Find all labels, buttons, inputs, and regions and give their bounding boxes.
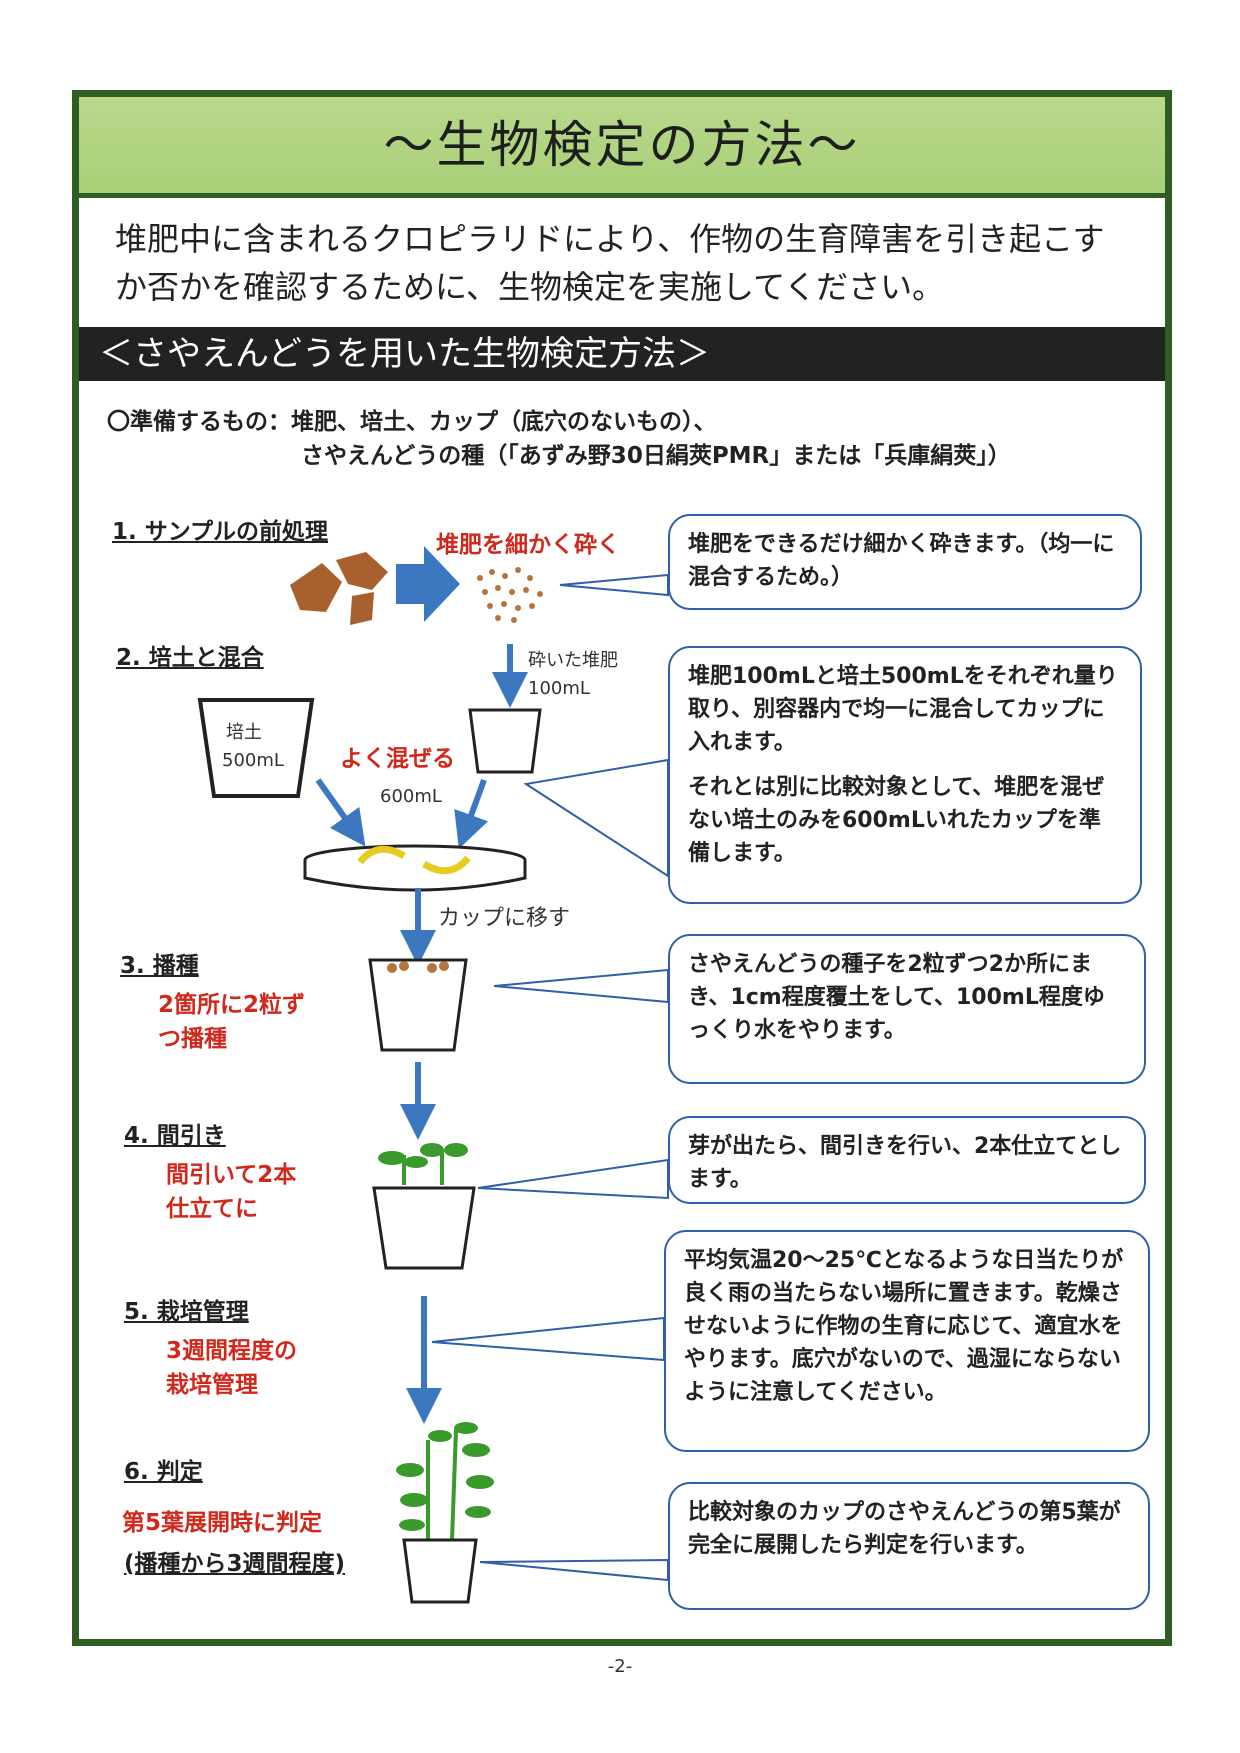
step-6-note: 第5葉展開時に判定 xyxy=(122,1510,323,1536)
soil-cup-icon xyxy=(197,698,315,798)
step-5-label: 5. 栽培管理 xyxy=(124,1299,249,1325)
callout-pointers xyxy=(431,573,669,1582)
callout-step-4: 芽が出たら、間引きを行い、2本仕立てとします。 xyxy=(668,1116,1146,1204)
prep-line-2: さやえんどうの種（「あずみ野30日絹莢PMR」または「兵庫絹莢」） xyxy=(301,443,1011,469)
intro-text: 堆肥中に含まれるクロピラリドにより、作物の生育障害を引き起こすか否かを確認するた… xyxy=(115,220,1105,306)
callout-step-1: 堆肥をできるだけ細かく砕きます。（均一に混合するため。） xyxy=(668,514,1142,610)
callout-step-2: 堆肥100mLと培土500mLをそれぞれ量り取り、別容器内で均一に混合してカップ… xyxy=(668,646,1142,904)
soil-volume: 500mL xyxy=(222,750,284,771)
crushed-compost-label: 砕いた堆肥 xyxy=(528,650,618,671)
step-1-label: 1. サンプルの前処理 xyxy=(112,519,329,545)
callout-step-5: 平均気温20～25℃となるような日当たりが良く雨の当たらない場所に置きます。乾燥… xyxy=(664,1230,1150,1452)
step-3-note: 2箇所に2粒ずつ播種 xyxy=(158,992,306,1052)
soil-label: 培土 xyxy=(226,722,262,743)
callout-step-6-text: 比較対象のカップのさやえんどうの第5葉が完全に展開したら判定を行います。 xyxy=(688,1500,1121,1558)
step-5-note: 3週間程度の栽培管理 xyxy=(166,1338,298,1398)
callout-step-2-text-a: 堆肥100mLと培土500mLをそれぞれ量り取り、別容器内で均一に混合してカップ… xyxy=(688,664,1118,755)
callout-step-5-text: 平均気温20～25℃となるような日当たりが良く雨の当たらない場所に置きます。乾燥… xyxy=(684,1248,1124,1405)
page-number: -2- xyxy=(607,1656,633,1677)
callout-step-3: さやえんどうの種子を2粒ずつ2か所にまき、1cm程度覆土をして、100mL程度ゆ… xyxy=(668,934,1146,1084)
step-4-note: 間引いて2本仕立てに xyxy=(166,1162,297,1222)
page-frame: ～生物検定の方法～ 堆肥中に含まれるクロピラリドにより、作物の生育障害を引き起こ… xyxy=(72,90,1172,1646)
mixing-dish-icon xyxy=(303,844,527,892)
step-6-label: 6. 判定 xyxy=(124,1459,203,1485)
crush-label: 堆肥を細かく砕く xyxy=(436,532,620,558)
section-title: ＜さやえんどうを用いた生物検定方法＞ xyxy=(79,327,1165,381)
sowing-cup-icon xyxy=(368,958,468,1052)
callout-step-4-text: 芽が出たら、間引きを行い、2本仕立てとします。 xyxy=(688,1134,1122,1192)
crushed-compost-volume: 100mL xyxy=(528,678,590,699)
step-3-label: 3. 播種 xyxy=(120,953,199,979)
page-title: ～生物検定の方法～ xyxy=(79,97,1165,198)
prep-line-1: 〇準備するもの：堆肥、培土、カップ（底穴のないもの）、 xyxy=(107,409,717,435)
mix-label: よく混ぜる xyxy=(340,746,455,772)
crushed-compost-icon xyxy=(477,567,543,623)
step-2-label: 2. 培土と混合 xyxy=(116,645,264,671)
mix-volume: 600mL xyxy=(380,786,442,807)
callout-step-2-text-b: それとは別に比較対象として、堆肥を混ぜない培土のみを600mLいれたカップを準備… xyxy=(688,775,1105,866)
step-6-subnote: (播種から3週間程度) xyxy=(124,1551,346,1577)
callout-step-3-text: さやえんどうの種子を2粒ずつ2か所にまき、1cm程度覆土をして、100mL程度ゆ… xyxy=(688,952,1105,1043)
preparation-list: 〇準備するもの：堆肥、培土、カップ（底穴のないもの）、 さやえんどうの種（「あず… xyxy=(107,405,1011,473)
callout-step-6: 比較対象のカップのさやえんどうの第5葉が完全に展開したら判定を行います。 xyxy=(668,1482,1150,1610)
compost-cup-icon xyxy=(468,708,542,774)
process-arrow-icon xyxy=(396,546,460,622)
transfer-label: カップに移す xyxy=(438,906,571,931)
callout-step-1-text: 堆肥をできるだけ細かく砕きます。（均一に混合するため。） xyxy=(688,532,1115,590)
seedling-cup-icon xyxy=(372,1143,476,1270)
step-4-label: 4. 間引き xyxy=(124,1123,226,1149)
compost-chunks-icon xyxy=(290,552,388,625)
grown-plant-icon xyxy=(396,1422,494,1604)
